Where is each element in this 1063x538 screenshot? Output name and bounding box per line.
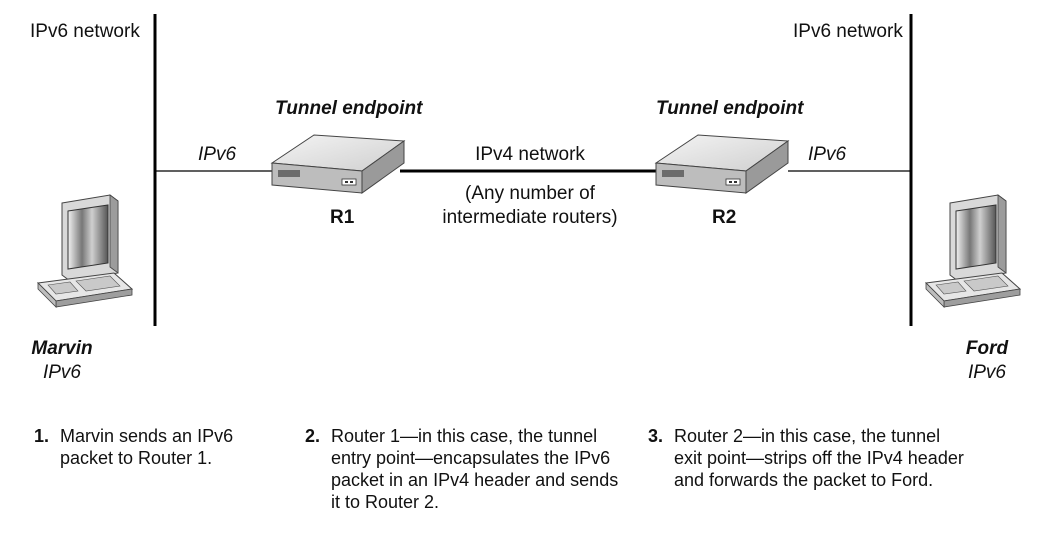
marvin-computer-icon (36, 194, 134, 308)
right-ipv6-link-label: IPv6 (808, 144, 847, 165)
step-2-number: 2. (305, 426, 321, 446)
ford-host-protocol: IPv6 (967, 362, 1007, 383)
step-3: 3. Router 2—in this case, the tunnel exi… (648, 425, 988, 497)
step-1: 1. Marvin sends an IPv6 packet to Router… (34, 425, 294, 475)
right-network-label: IPv6 network (793, 21, 903, 42)
marvin-host-name: Marvin (31, 338, 93, 359)
router-r2-id: R2 (712, 207, 737, 228)
step-1-text: Marvin sends an IPv6 packet to Router 1. (60, 426, 234, 468)
step-3-text: Router 2—in this case, the tunnel exit p… (674, 426, 964, 490)
marvin-host-protocol: IPv6 (42, 362, 82, 383)
ipv4-network-label: IPv4 network (475, 144, 585, 165)
r1-endpoint-caption: Tunnel endpoint (275, 98, 423, 119)
ipv4-network-note: (Any number of intermediate routers) (442, 183, 618, 228)
left-ipv6-link-label: IPv6 (198, 144, 237, 165)
ford-host-name: Ford (965, 338, 1009, 359)
step-3-number: 3. (648, 426, 664, 446)
router-r1-icon (270, 134, 406, 194)
r2-endpoint-caption: Tunnel endpoint (656, 98, 804, 119)
step-2-text: Router 1—in this case, the tunnel entry … (331, 426, 619, 512)
step-2: 2. Router 1—in this case, the tunnel ent… (305, 425, 645, 519)
step-1-number: 1. (34, 426, 50, 446)
router-r1-id: R1 (330, 207, 355, 228)
left-network-label: IPv6 network (30, 21, 140, 42)
ford-computer-icon (924, 194, 1022, 308)
router-r2-icon (654, 134, 790, 194)
